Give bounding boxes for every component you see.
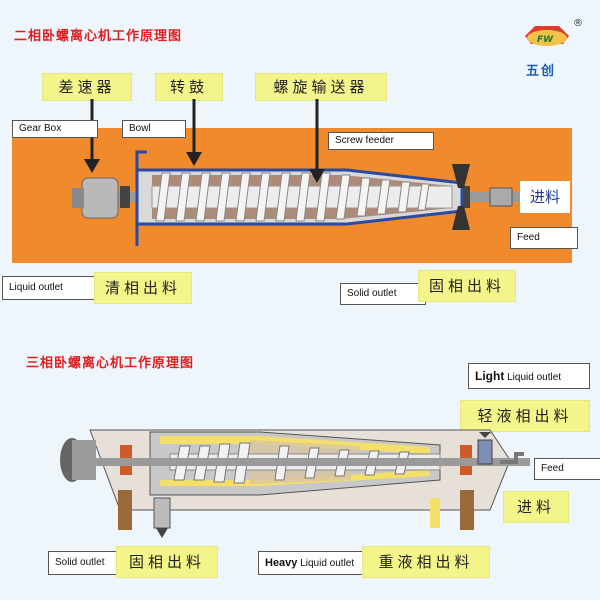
arrow-bowl-icon [186, 99, 202, 166]
label-screw-en: Screw feeder [328, 132, 434, 150]
solid-outlet-flange-top [452, 164, 470, 188]
feed-pipe [489, 187, 513, 207]
label-heavy-rest: Liquid outlet [300, 558, 355, 569]
arrow-screw-icon [309, 99, 325, 183]
label-bowl-cn: 转鼓 [155, 73, 223, 101]
screw-blades [155, 172, 430, 222]
heavy-outlet-stream [430, 498, 440, 528]
label-heavy-outlet-en: Heavy Liquid outlet [258, 551, 370, 575]
bearing-right [460, 186, 470, 208]
feed-pipe [500, 452, 524, 464]
bottom-diagram-title: 三相卧螺离心机工作原理图 [26, 356, 195, 371]
label-liquid-outlet-en: Liquid outlet [2, 276, 96, 300]
label-screw-cn: 螺旋输送器 [255, 73, 387, 101]
main-shaft [90, 458, 530, 466]
label-solid-outlet-cn-bottom: 固相出料 [116, 546, 218, 578]
solid-outlet-flange-bottom [452, 206, 470, 230]
foot-left [118, 490, 132, 530]
label-solid-outlet-cn: 固相出料 [418, 270, 516, 302]
label-feed-cn: 进料 [520, 181, 570, 213]
label-feed-cn-bottom: 进料 [503, 491, 569, 523]
label-heavy-outlet-cn: 重液相出料 [362, 546, 490, 578]
brand-name: 五创 [526, 64, 557, 79]
solid-outlet-pipe [153, 497, 171, 529]
brand-logo-icon: FW ® [525, 18, 583, 46]
three-phase-centrifuge-drawing [60, 429, 530, 538]
registered-mark: ® [573, 18, 583, 29]
bearing-left [120, 186, 130, 208]
label-gearbox-en: Gear Box [12, 120, 98, 138]
label-gearbox-cn: 差速器 [42, 73, 132, 101]
two-phase-centrifuge-drawing [72, 150, 542, 246]
label-feed-en: Feed [510, 227, 578, 249]
label-liquid-outlet-cn: 清相出料 [94, 272, 192, 304]
label-light-bold: Light [475, 369, 505, 383]
top-diagram-title: 二相卧螺离心机工作原理图 [14, 29, 183, 44]
gearbox-end [72, 188, 84, 208]
label-feed-en-bottom: Feed [534, 458, 600, 480]
label-bowl-en: Bowl [122, 120, 186, 138]
light-outlet-pipe [477, 439, 493, 465]
gearbox [81, 177, 119, 219]
brand-logo: FW ® [515, 14, 585, 78]
foot-right [460, 490, 474, 530]
label-heavy-bold: Heavy [265, 557, 298, 569]
label-light-outlet-en: Light Liquid outlet [468, 363, 590, 389]
label-light-rest: Liquid outlet [507, 372, 562, 383]
label-light-outlet-cn: 轻液相出料 [460, 400, 590, 432]
label-solid-outlet-en: Solid outlet [340, 283, 426, 305]
brand-mark: FW [537, 35, 554, 45]
